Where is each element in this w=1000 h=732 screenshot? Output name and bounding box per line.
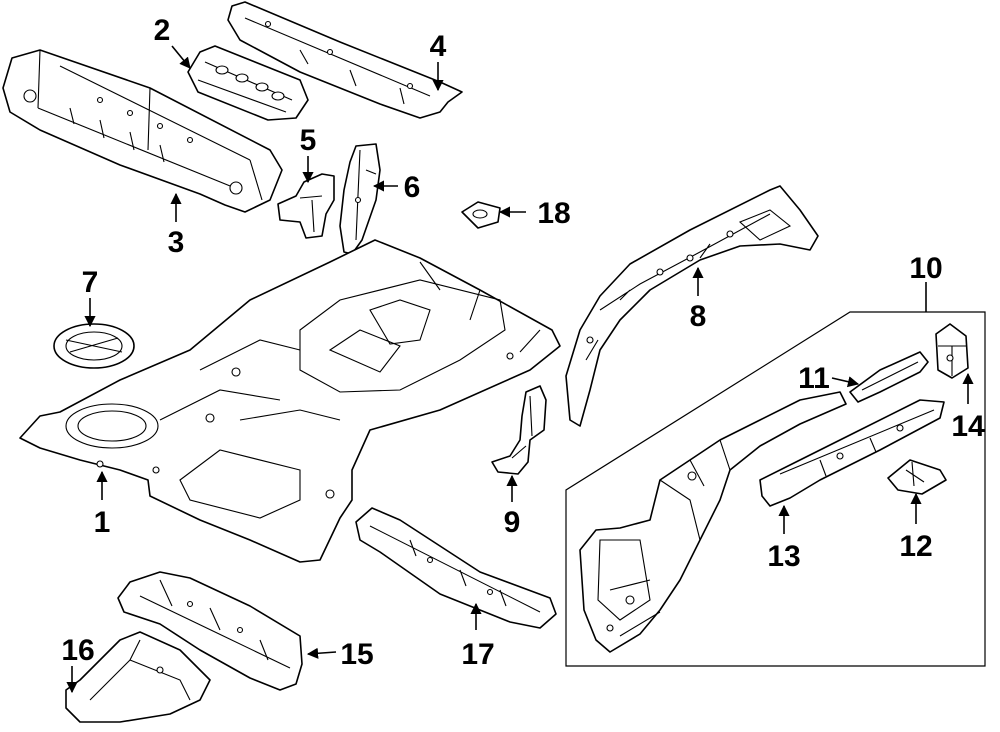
callout-10: 10 bbox=[909, 252, 942, 285]
part-13-reinforcement[interactable] bbox=[759, 399, 945, 507]
callout-12: 12 bbox=[899, 530, 932, 563]
part-9-upright-bracket[interactable] bbox=[491, 385, 547, 475]
callout-7: 7 bbox=[82, 266, 99, 299]
leader-lines bbox=[66, 45, 974, 694]
callout-16: 16 bbox=[61, 634, 94, 667]
callout-1: 1 bbox=[94, 506, 111, 539]
callout-3: 3 bbox=[168, 226, 185, 259]
part-12-mount[interactable] bbox=[887, 459, 947, 495]
part-1-rear-floor-pan[interactable] bbox=[19, 239, 561, 563]
callout-18: 18 bbox=[537, 197, 570, 230]
callout-11: 11 bbox=[798, 362, 830, 395]
part-3-rear-cross-member[interactable] bbox=[2, 49, 283, 213]
callout-6: 6 bbox=[404, 171, 421, 204]
part-16-corner-bracket[interactable] bbox=[65, 631, 211, 723]
callout-labels: 1 2 3 4 5 6 7 8 9 10 11 12 13 14 15 16 1… bbox=[61, 14, 985, 671]
part-11-strip[interactable] bbox=[849, 351, 929, 403]
callout-9: 9 bbox=[504, 506, 521, 539]
callout-8: 8 bbox=[690, 300, 707, 333]
callout-2: 2 bbox=[154, 14, 171, 47]
part-18-clip[interactable] bbox=[461, 201, 501, 229]
part-4-upper-rail[interactable] bbox=[227, 1, 463, 119]
part-15-lower-cross-member[interactable] bbox=[117, 571, 303, 691]
callout-15: 15 bbox=[340, 638, 373, 671]
callout-13: 13 bbox=[767, 540, 800, 573]
callout-14: 14 bbox=[951, 410, 985, 443]
part-8-frame-rail[interactable] bbox=[565, 185, 819, 427]
part-2-bracket-plate[interactable] bbox=[187, 45, 309, 121]
group-10-side-assembly[interactable] bbox=[579, 391, 847, 653]
callout-4: 4 bbox=[430, 30, 447, 63]
part-14-block[interactable] bbox=[935, 323, 969, 379]
group-10-box bbox=[565, 311, 986, 667]
part-6-pillar-bracket[interactable] bbox=[339, 143, 381, 255]
part-7-hold-down[interactable] bbox=[53, 323, 135, 369]
part-17-lower-rear-rail[interactable] bbox=[355, 507, 557, 629]
callout-5: 5 bbox=[300, 124, 317, 157]
part-5-gusset[interactable] bbox=[277, 173, 335, 239]
callout-17: 17 bbox=[461, 638, 494, 671]
